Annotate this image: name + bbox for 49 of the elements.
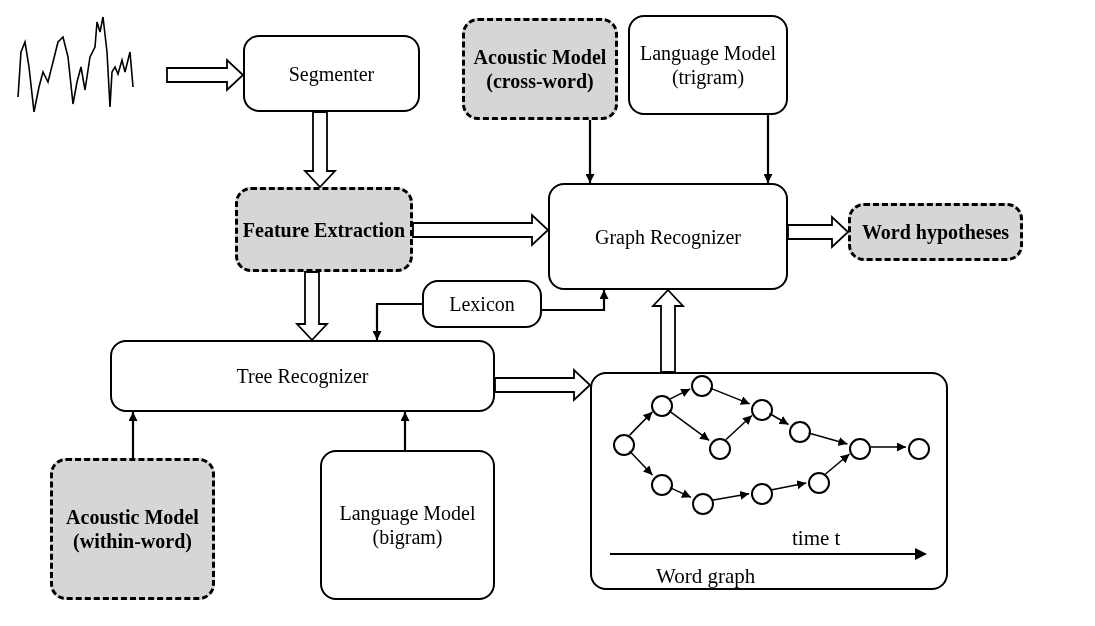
box-label: Acoustic Model (within-word): [65, 505, 200, 553]
hollow-arrow: [494, 367, 592, 403]
box-label: Acoustic Model (cross-word): [472, 45, 608, 93]
hollow-arrow: [302, 111, 338, 189]
model-box: [462, 18, 618, 120]
arrow: [669, 486, 692, 499]
hollow-arrow: [787, 214, 850, 250]
box-label: Feature Extraction: [242, 217, 406, 242]
model-box: [235, 187, 413, 272]
hollow-arrow: [166, 57, 245, 93]
arrow: [668, 409, 710, 442]
process-box: [243, 35, 420, 112]
arrow: [542, 290, 609, 312]
arrow: [807, 432, 849, 446]
box-label: Word graph: [656, 564, 756, 588]
arrow: [628, 411, 654, 436]
model-box: [848, 203, 1023, 261]
hollow-arrow: [412, 212, 550, 248]
arrow: [711, 490, 750, 501]
process-box: [628, 15, 788, 115]
arrow: [128, 412, 138, 458]
arrow: [400, 412, 410, 450]
arrow: [763, 115, 773, 183]
hollow-arrow: [650, 288, 686, 373]
model-box: [50, 458, 215, 600]
arrow: [725, 414, 753, 441]
word-graph-panel: [590, 372, 948, 590]
arrow: [669, 388, 691, 400]
arrow: [585, 120, 595, 183]
process-box: [110, 340, 495, 412]
process-box: [548, 183, 788, 290]
arrow: [709, 387, 751, 405]
process-box: [320, 450, 495, 600]
box-label: Word hypotheses: [861, 220, 1010, 244]
box-label: Tree Recognizer: [236, 364, 369, 388]
arrow: [868, 442, 907, 452]
process-box: [422, 280, 542, 328]
hollow-arrow: [294, 271, 330, 342]
arrow: [770, 480, 807, 491]
box-label: Language Model (bigram): [338, 501, 477, 549]
arrow: [768, 412, 790, 426]
box-label: Graph Recognizer: [594, 224, 741, 249]
box-label: Lexicon: [449, 292, 515, 316]
arrow: [628, 450, 654, 476]
arrow: [824, 453, 851, 475]
box-label: Language Model (trigram): [638, 41, 778, 89]
arrow: [372, 302, 422, 340]
axis-label: time t: [792, 526, 841, 550]
box-label: Segmenter: [288, 61, 375, 86]
